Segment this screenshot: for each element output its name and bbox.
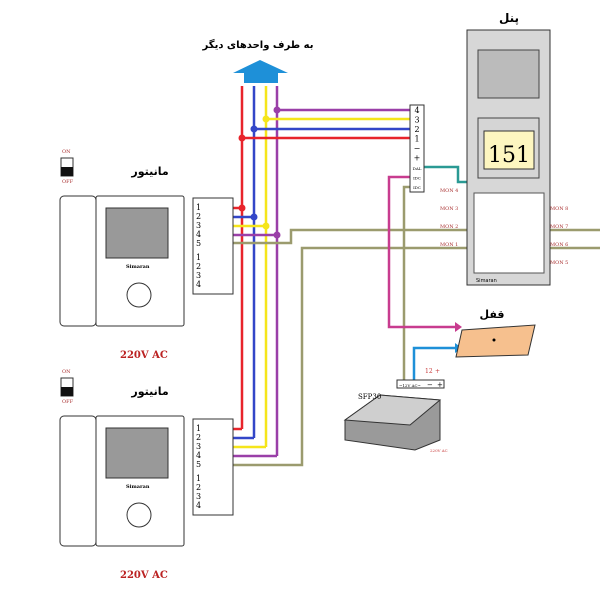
door-panel <box>466 29 551 286</box>
lock-title: قفل <box>480 308 505 321</box>
mon-label: MON 7 <box>550 224 568 230</box>
psu-12: 12 <box>425 368 433 375</box>
panel-terminal-label: + <box>414 154 421 163</box>
terminal-label: 2 <box>196 483 201 492</box>
terminal-label: 2 <box>196 262 201 271</box>
terminal-label: 4 <box>196 280 201 289</box>
door-lock <box>455 324 536 358</box>
mon-label: MON 2 <box>440 224 458 230</box>
monitor-1-title: مانیتور <box>130 165 168 178</box>
switch-on-label: ON <box>62 149 71 155</box>
switch-on-label: ON <box>62 369 71 375</box>
switch-off-label: OFF <box>62 399 74 405</box>
monitor-1 <box>59 195 234 327</box>
display-number: 151 <box>488 143 530 168</box>
terminal-label: 3 <box>196 271 201 280</box>
terminal-label: 2 <box>196 433 201 442</box>
junction-dots <box>238 106 281 239</box>
panel-terminal-label: 4 <box>414 106 419 115</box>
panel-terminal-label: − <box>414 144 421 153</box>
power-label: 220V AC <box>120 350 168 361</box>
terminal-label: 2 <box>196 212 201 221</box>
up-arrow-icon <box>233 60 288 83</box>
psu-plus-terminal: + <box>437 381 443 389</box>
switch-off-label: OFF <box>62 179 74 185</box>
terminal-label: 1 <box>196 474 201 483</box>
monitor-brand: Simaran <box>126 484 150 490</box>
terminal-label: 3 <box>196 221 201 230</box>
arrow-icon <box>455 322 462 332</box>
panel-terminal-label: 2 <box>414 125 419 134</box>
panel-terminal-label: IDC <box>413 176 421 181</box>
monitor-2 <box>59 415 234 547</box>
panel-terminal-label: IDC <box>413 185 421 190</box>
terminal-label: 1 <box>196 203 201 212</box>
panel-terminal-label: 3 <box>414 116 419 125</box>
mon-label: MON 5 <box>550 260 568 266</box>
terminal-label: 3 <box>196 492 201 501</box>
terminal-label: 4 <box>196 501 201 510</box>
mon-label: MON 6 <box>550 242 568 248</box>
monitor-2-title: مانیتور <box>130 385 168 398</box>
panel-title: پنل <box>499 11 519 25</box>
psu-plus: + <box>435 368 440 375</box>
psu-ac-terminal: ~12V AC~ <box>399 383 421 388</box>
terminal-label: 4 <box>196 451 201 460</box>
psu-ac-in: 220V AC <box>430 448 448 453</box>
terminal-label: 4 <box>196 230 201 239</box>
power-supply <box>343 379 445 451</box>
to-other-units-label: به طرف واحدهای دیگر <box>202 38 314 51</box>
terminal-label: 3 <box>196 442 201 451</box>
mon-label: MON 8 <box>550 206 568 212</box>
psu-minus: − <box>427 381 433 389</box>
terminal-label: 5 <box>196 239 201 248</box>
mon-label: MON 3 <box>440 206 458 212</box>
panel-terminal-label: DAL <box>413 166 422 171</box>
terminal-label: 1 <box>196 253 201 262</box>
power-label: 220V AC <box>120 570 168 581</box>
mon-label: MON 1 <box>440 242 458 248</box>
terminal-label: 1 <box>196 424 201 433</box>
panel-terminal-label: 1 <box>414 135 419 144</box>
panel-brand: Simaran <box>476 278 497 284</box>
terminal-label: 5 <box>196 460 201 469</box>
panel-terminal-block <box>409 104 425 193</box>
monitor-brand: Simaran <box>126 264 150 270</box>
psu-model: SFP30 <box>358 393 381 401</box>
mon-label: MON 4 <box>440 188 458 194</box>
